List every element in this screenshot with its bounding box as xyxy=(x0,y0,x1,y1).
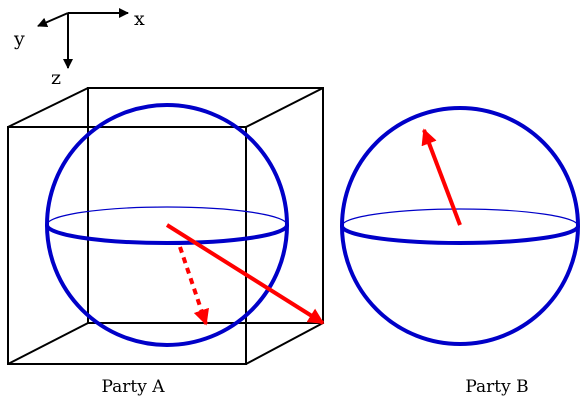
sphere-a-equator-front xyxy=(45,224,289,245)
cube-outline xyxy=(7,87,324,365)
sphere-party-b xyxy=(340,106,580,346)
sphere-b-outline xyxy=(340,106,580,346)
y-axis-label: y xyxy=(13,28,25,50)
party-b-label: Party B xyxy=(465,377,528,397)
cube-front-face xyxy=(7,126,247,365)
sphere-b-vector xyxy=(421,128,462,226)
sphere-party-a xyxy=(45,103,325,347)
sphere-a-dashed-vector xyxy=(178,246,209,326)
sphere-a-equator-back xyxy=(46,206,288,226)
x-axis-label: x xyxy=(134,8,145,30)
sphere-b-equator-front xyxy=(340,225,580,245)
sphere-b-equator-back xyxy=(341,208,579,227)
party-a-label: Party A xyxy=(101,377,165,397)
cube-edge-top-left xyxy=(7,87,89,128)
cube-edge-bottom-left xyxy=(7,322,89,365)
y-axis-arrow xyxy=(37,12,69,28)
cube-back-face xyxy=(87,87,324,324)
coordinate-axes: x y z xyxy=(13,8,145,89)
z-axis-label: z xyxy=(51,67,61,89)
cube-edge-top-right xyxy=(245,87,324,128)
sphere-a-solid-vector xyxy=(165,223,325,325)
cube-edge-bottom-right xyxy=(245,322,324,365)
